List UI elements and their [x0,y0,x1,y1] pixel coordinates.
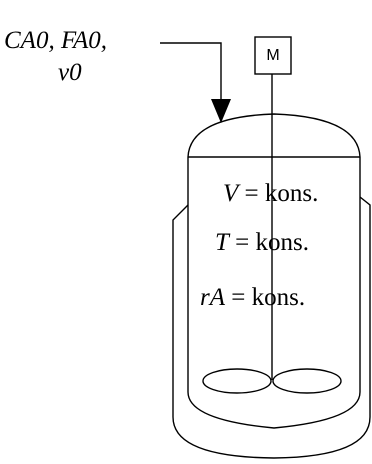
reactor-vessel [187,113,361,429]
cooling-jacket [172,196,371,459]
condition-value: kons. [264,180,319,207]
condition-volume: V = kons. [223,181,318,206]
motor-box [254,36,292,75]
condition-value: kons. [251,284,306,311]
condition-equals: = [235,229,250,256]
condition-rate: rA = kons. [200,285,305,310]
feed-line [160,42,222,105]
condition-equals: = [244,180,259,207]
condition-equals: = [231,284,246,311]
impeller-blade-left [202,368,272,394]
impeller-blade-right [272,368,342,394]
condition-temperature: T = kons. [215,230,309,255]
inlet-label-line2: v0 [58,59,82,86]
feed-arrow-head [211,99,231,123]
condition-variable: V [223,180,239,207]
inlet-label-line1: CA0, FA0, [4,27,108,54]
condition-value: kons. [255,229,309,256]
condition-variable: T [215,229,229,256]
motor-label: M [266,46,280,64]
condition-variable: rA [200,284,225,311]
